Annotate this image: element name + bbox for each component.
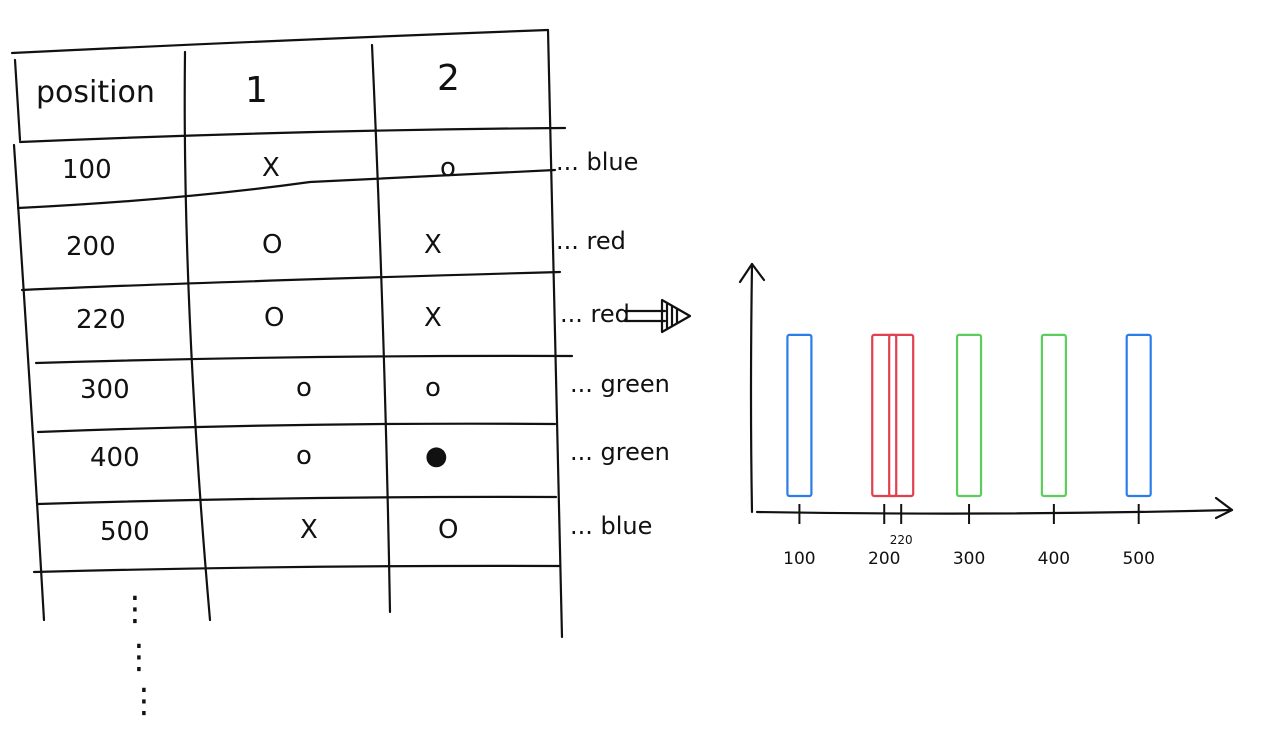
cell-col-2: o bbox=[440, 153, 456, 183]
table-col1-divider bbox=[183, 50, 212, 622]
table-grid bbox=[10, 28, 574, 639]
cell-col-1: X bbox=[300, 515, 318, 545]
cell-col-1: O bbox=[262, 230, 282, 260]
cell-col-1: X bbox=[262, 153, 280, 183]
cell-position: 500 bbox=[100, 517, 150, 547]
double-arrow-right-icon bbox=[623, 298, 692, 334]
row-color-label: ... red bbox=[556, 227, 626, 255]
cell-col-1: o bbox=[296, 373, 312, 403]
header-col-1: 1 bbox=[245, 70, 268, 111]
cell-col-2: ● bbox=[425, 441, 448, 471]
cell-col-2: X bbox=[424, 303, 442, 333]
row-line-3 bbox=[34, 354, 574, 365]
table-row: 300 o o ... green bbox=[80, 370, 670, 405]
cell-col-2: o bbox=[425, 373, 441, 403]
y-axis-arrowhead bbox=[738, 262, 766, 284]
table-header-left-border bbox=[13, 58, 22, 142]
table-left-border bbox=[12, 143, 46, 622]
table-continuation-3: ⋮ bbox=[127, 681, 161, 721]
row-color-label: ... red bbox=[560, 300, 630, 328]
cell-col-1: o bbox=[296, 441, 312, 471]
x-tick-label-300: 300 bbox=[953, 549, 985, 569]
table-continuation-2: ⋮ bbox=[122, 637, 156, 677]
cell-position: 100 bbox=[62, 155, 112, 185]
cell-position: 220 bbox=[76, 305, 126, 335]
y-axis bbox=[749, 262, 754, 514]
table-continuation: ⋮ bbox=[118, 589, 152, 629]
x-tick-label-400: 400 bbox=[1038, 549, 1070, 569]
bar-chart: 100 200 220 300 400 500 bbox=[738, 262, 1234, 569]
header-col-2: 2 bbox=[437, 58, 460, 99]
row-line-5 bbox=[36, 495, 558, 506]
x-tick-label-500: 500 bbox=[1122, 549, 1154, 569]
row-color-label: ... blue bbox=[570, 512, 652, 540]
bar-400 bbox=[1040, 333, 1067, 498]
row-line-2 bbox=[20, 270, 562, 292]
bar-200 bbox=[871, 333, 898, 498]
row-color-label: ... blue bbox=[556, 148, 638, 176]
table-top-border bbox=[10, 28, 550, 55]
table-col2-divider bbox=[370, 43, 392, 614]
cell-position: 200 bbox=[66, 232, 116, 262]
x-tick-label-220: 220 bbox=[890, 533, 913, 547]
x-axis bbox=[755, 508, 1234, 515]
bar-500 bbox=[1125, 333, 1152, 498]
table-row: 400 o ● ... green bbox=[90, 438, 670, 473]
bar-220 bbox=[888, 333, 915, 498]
table-row: 500 X O ... blue bbox=[100, 512, 652, 547]
cell-col-1: O bbox=[264, 303, 284, 333]
cell-col-2: O bbox=[438, 515, 458, 545]
table-header-bottom bbox=[18, 126, 567, 144]
row-color-label: ... green bbox=[570, 370, 670, 398]
x-axis-arrowhead bbox=[1214, 496, 1234, 520]
bar-100 bbox=[786, 333, 813, 498]
row-line-4 bbox=[36, 422, 557, 434]
header-position: position bbox=[36, 75, 155, 110]
row-line-6 bbox=[32, 564, 562, 574]
cell-col-2: X bbox=[424, 230, 442, 260]
x-tick-label-100: 100 bbox=[783, 549, 815, 569]
x-tick-label-200: 200 bbox=[868, 549, 900, 569]
row-line-1 bbox=[16, 168, 557, 210]
table-row: 200 O X ... red bbox=[66, 227, 626, 262]
table-right-border bbox=[546, 28, 564, 639]
table-row: 220 O X ... red bbox=[76, 300, 630, 335]
row-color-label: ... green bbox=[570, 438, 670, 466]
cell-position: 300 bbox=[80, 375, 130, 405]
cell-position: 400 bbox=[90, 443, 140, 473]
bar-300 bbox=[955, 333, 983, 498]
